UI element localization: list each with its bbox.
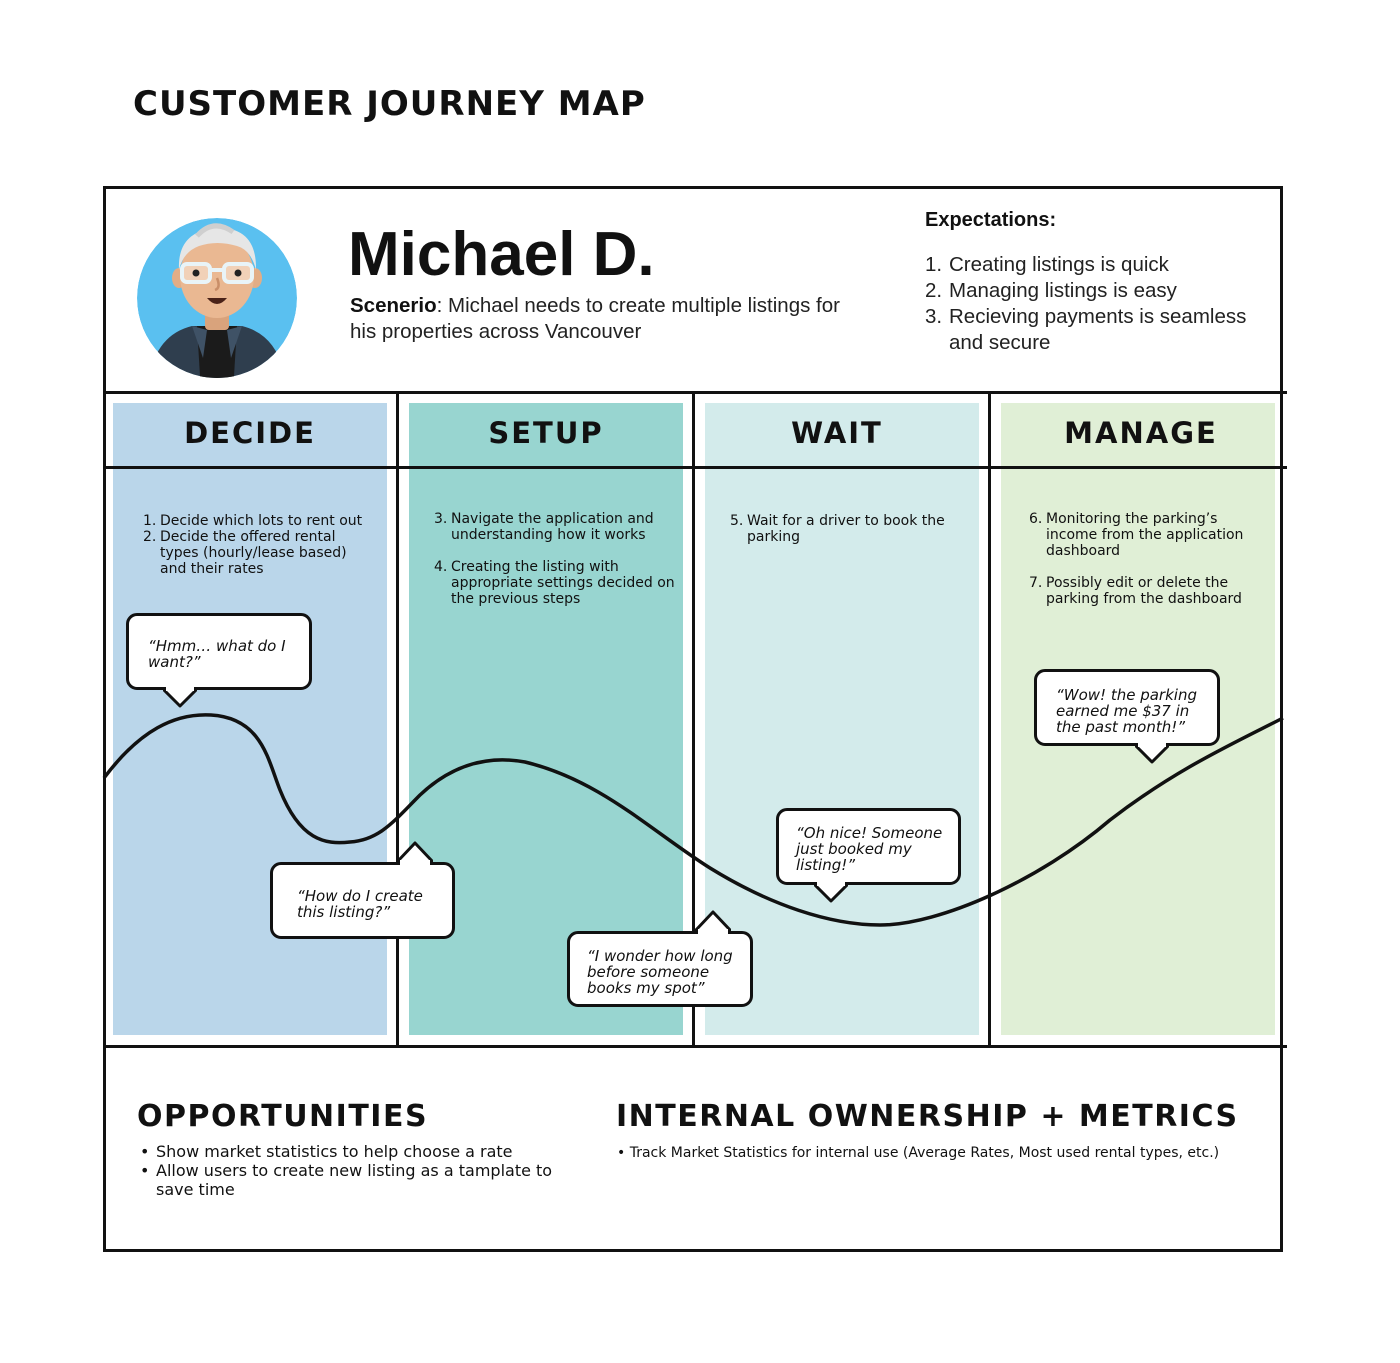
divider-line	[103, 1045, 1287, 1048]
expectations-heading: Expectations:	[925, 209, 1057, 231]
bubble-tail	[397, 841, 433, 865]
divider-line	[103, 391, 1287, 394]
stage-title-setup: SETUP	[488, 416, 604, 450]
bubble-tail	[163, 686, 197, 708]
decide-steps: 1.Decide which lots to rent out 2.Decide…	[143, 513, 373, 577]
opportunity-item: •Allow users to create new listing as a …	[140, 1161, 553, 1199]
metrics-heading: INTERNAL OWNERSHIP + METRICS	[616, 1099, 1239, 1134]
step-item: 1.Decide which lots to rent out	[143, 513, 363, 529]
scenario-text: Scenerio: Michael needs to create multip…	[350, 293, 870, 345]
opportunities-list: •Show market statistics to help choose a…	[138, 1142, 558, 1199]
manage-steps: 6.Monitoring the parking’s income from t…	[1029, 511, 1269, 623]
scenario-label: Scenerio	[350, 294, 437, 317]
divider-line	[396, 391, 399, 1048]
scenario-description: : Michael needs to create multiple listi…	[350, 294, 840, 343]
expectation-item: 1.Creating listings is quick	[925, 253, 1169, 276]
bubble-tail	[695, 910, 731, 934]
opportunity-item: •Show market statistics to help choose a…	[140, 1142, 513, 1161]
page-title: CUSTOMER JOURNEY MAP	[133, 84, 646, 124]
step-item: 3.Navigate the application and understan…	[434, 511, 654, 543]
stage-title-wait: WAIT	[791, 416, 883, 450]
expectation-item: 2.Managing listings is easy	[925, 279, 1177, 302]
step-item: 6.Monitoring the parking’s income from t…	[1029, 511, 1244, 559]
setup-steps: 3.Navigate the application and understan…	[434, 511, 679, 623]
persona-name: Michael D.	[348, 220, 655, 289]
step-item: 7.Possibly edit or delete the parking fr…	[1029, 575, 1242, 607]
metric-item: • Track Market Statistics for internal u…	[617, 1145, 1220, 1161]
divider-line	[103, 466, 1287, 469]
opportunities-heading: OPPORTUNITIES	[137, 1099, 429, 1134]
step-item: 2.Decide the offered rental types (hourl…	[143, 529, 347, 577]
persona-avatar	[137, 218, 297, 378]
stage-title-decide: DECIDE	[184, 416, 316, 450]
wait-steps: 5.Wait for a driver to book the parking	[730, 513, 950, 545]
bubble-tail	[814, 881, 848, 903]
expectation-item: 3.Recieving payments is seamless and sec…	[925, 305, 1247, 354]
step-item: 5.Wait for a driver to book the parking	[730, 513, 945, 545]
divider-line	[988, 391, 991, 1048]
bubble-tail	[1135, 742, 1169, 764]
step-item: 4.Creating the listing with appropriate …	[434, 559, 675, 607]
metrics-list: • Track Market Statistics for internal u…	[617, 1145, 1219, 1161]
stage-title-manage: MANAGE	[1064, 416, 1218, 450]
expectations-list: 1.Creating listings is quick 2.Managing …	[925, 252, 1285, 356]
